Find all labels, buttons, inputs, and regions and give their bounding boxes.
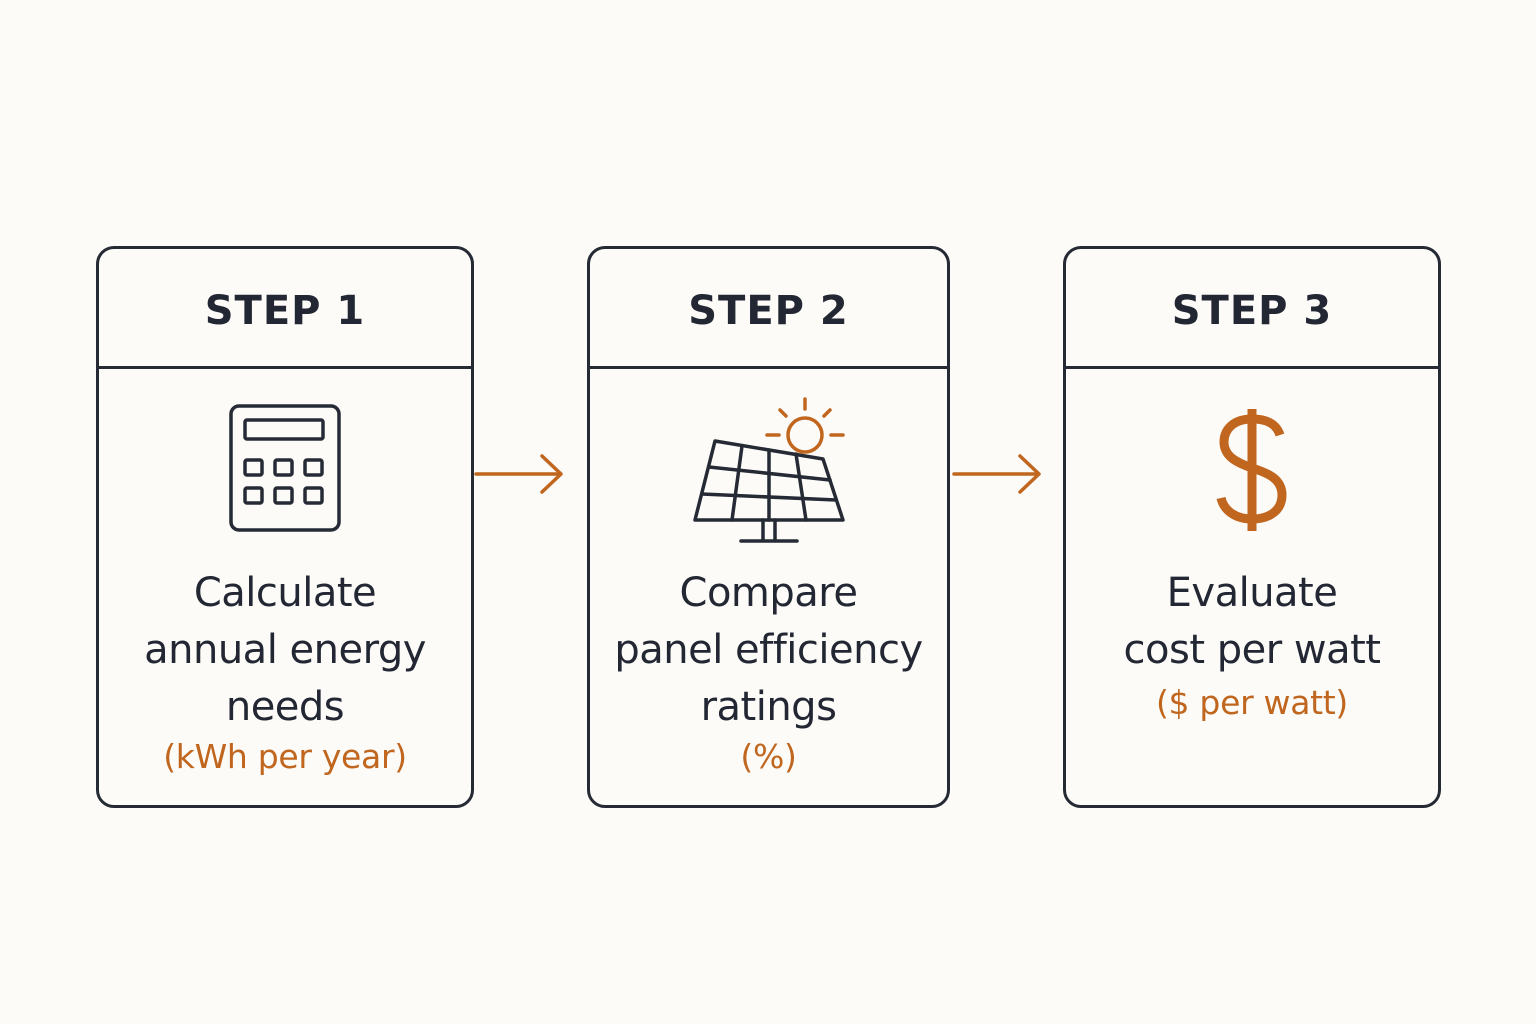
step-label: STEP 3 [1171,287,1333,334]
step-label: STEP 1 [204,287,366,334]
step-unit: ($ per watt) [1155,683,1349,722]
step-label: STEP 2 [688,287,849,334]
arrow-right-icon [474,452,566,500]
step-card-2: STEP 2 [587,246,950,808]
step-header: STEP 3 [1066,249,1438,369]
solar-panel-icon [691,395,847,545]
step-card-3: STEP 3 Evaluate cost per watt ($ per wat… [1063,246,1441,808]
dollar-icon [1212,405,1292,535]
step-unit: (%) [740,737,797,776]
step-header: STEP 1 [99,249,471,369]
step-description: Calculate annual energy needs [144,570,426,730]
step-unit: (kWh per year) [163,737,407,776]
step-header: STEP 2 [590,249,947,369]
step-description: Compare panel efficiency ratings [614,570,923,730]
step-card-1: STEP 1 Calculate annual energy needs (kW… [96,246,474,808]
calculator-icon [228,403,342,533]
arrow-right-icon [952,452,1044,500]
step-description: Evaluate cost per watt [1123,570,1381,673]
